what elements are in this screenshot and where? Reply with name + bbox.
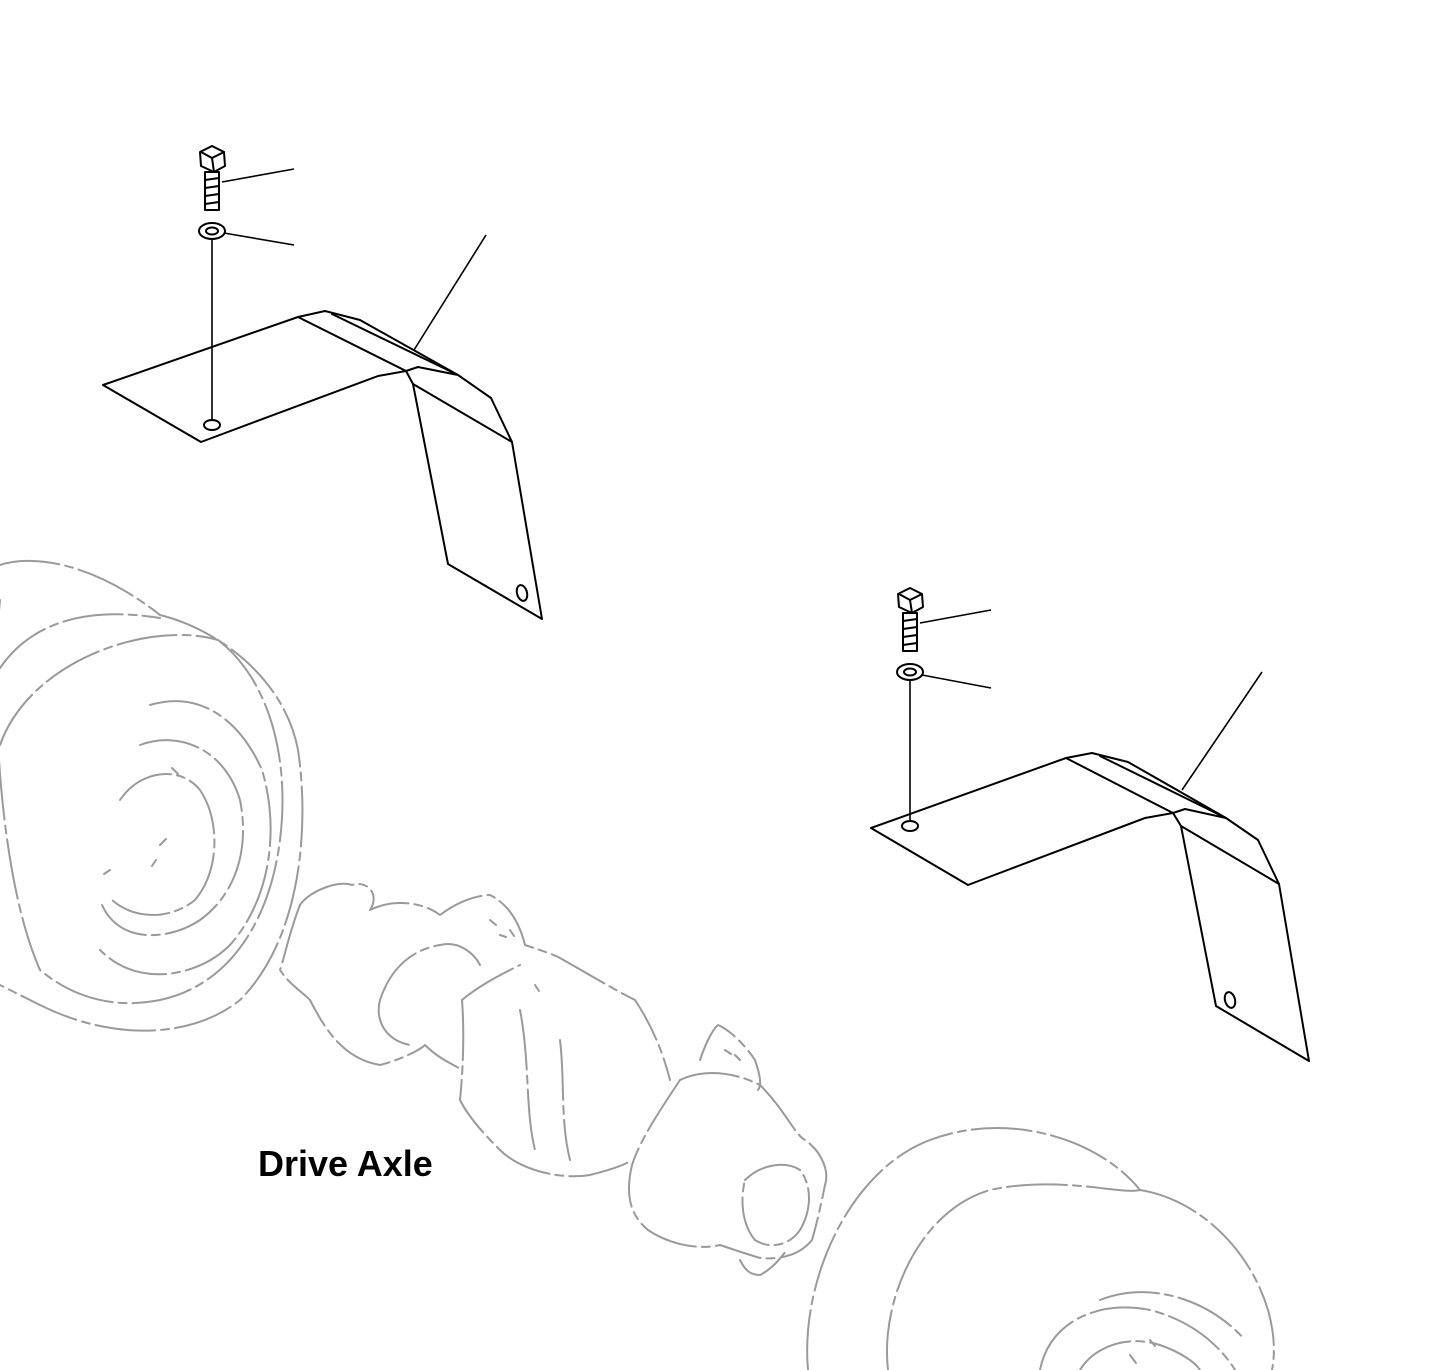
leader-bolt-right xyxy=(919,609,992,624)
washer-right xyxy=(896,663,924,681)
bracket-right xyxy=(870,752,1310,1062)
leader-bracket-upper-left xyxy=(413,234,487,351)
right-wheel-phantom xyxy=(806,1127,1275,1370)
bolt-right xyxy=(897,587,924,652)
washer-upper-left xyxy=(198,222,226,240)
drive-axle-phantom xyxy=(279,882,828,1276)
bracket-upper-left xyxy=(102,310,543,620)
leader-washer-right xyxy=(921,674,992,689)
leader-bolt-upper-left xyxy=(221,168,295,183)
left-wheel-phantom xyxy=(0,559,304,1032)
bolt-upper-left xyxy=(199,145,226,211)
leader-washer-upper-left xyxy=(223,232,295,246)
leader-bracket-right xyxy=(1181,671,1263,791)
drive-axle-label: Drive Axle xyxy=(258,1143,433,1184)
